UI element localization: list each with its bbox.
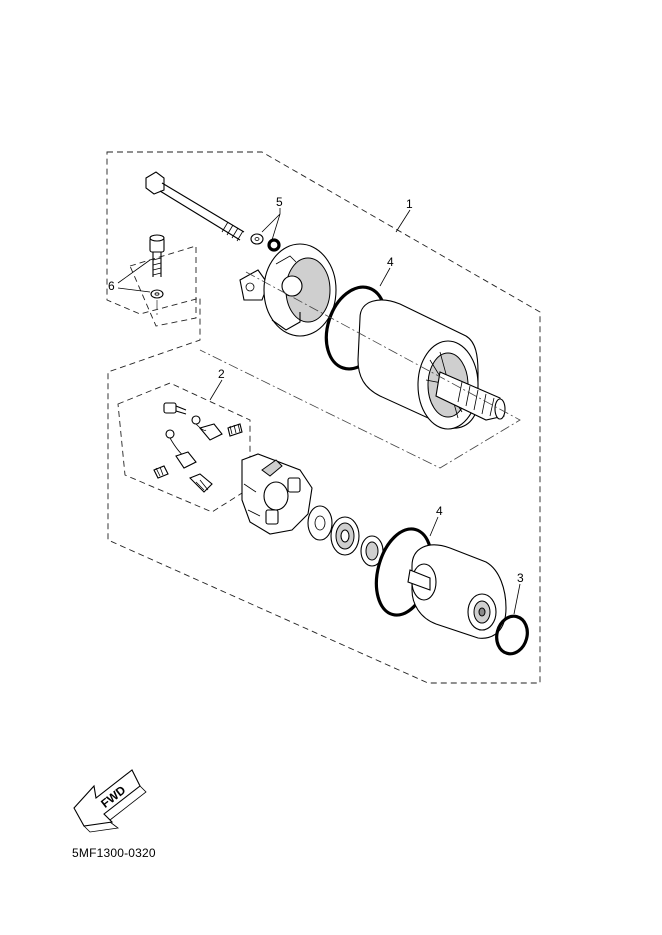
yoke-assembly	[357, 299, 506, 430]
spacer-ring-hole	[365, 541, 379, 561]
callout-1: 1	[406, 197, 413, 211]
leader-lines	[117, 208, 521, 615]
callout-3: 3	[517, 571, 524, 585]
assembly-outline-upper	[106, 151, 541, 684]
thrust-washer	[307, 505, 333, 541]
callout-4-lower: 4	[436, 504, 443, 518]
rear-cover	[407, 544, 507, 639]
brush-set-outline	[117, 382, 251, 513]
o-ring-rear	[495, 614, 529, 656]
thrust-washer-hole	[314, 515, 326, 531]
assembly-outline-inner	[129, 245, 197, 327]
callout-5: 5	[276, 195, 283, 209]
through-bolt	[145, 171, 245, 242]
bearing-inner	[340, 529, 350, 543]
bolt-washer	[250, 233, 264, 245]
cap-screw	[149, 234, 165, 318]
reference-code: 5MF1300-0320	[72, 846, 156, 860]
callout-2: 2	[218, 367, 225, 381]
front-cover	[239, 243, 337, 337]
callout-4-upper: 4	[387, 255, 394, 269]
small-o-ring	[267, 238, 281, 252]
brush-holder-plate	[241, 453, 313, 535]
fwd-arrow-icon: FWD	[73, 769, 147, 833]
bolt-washer-hole	[254, 237, 260, 241]
brush-set	[153, 402, 243, 493]
callout-6: 6	[108, 279, 115, 293]
